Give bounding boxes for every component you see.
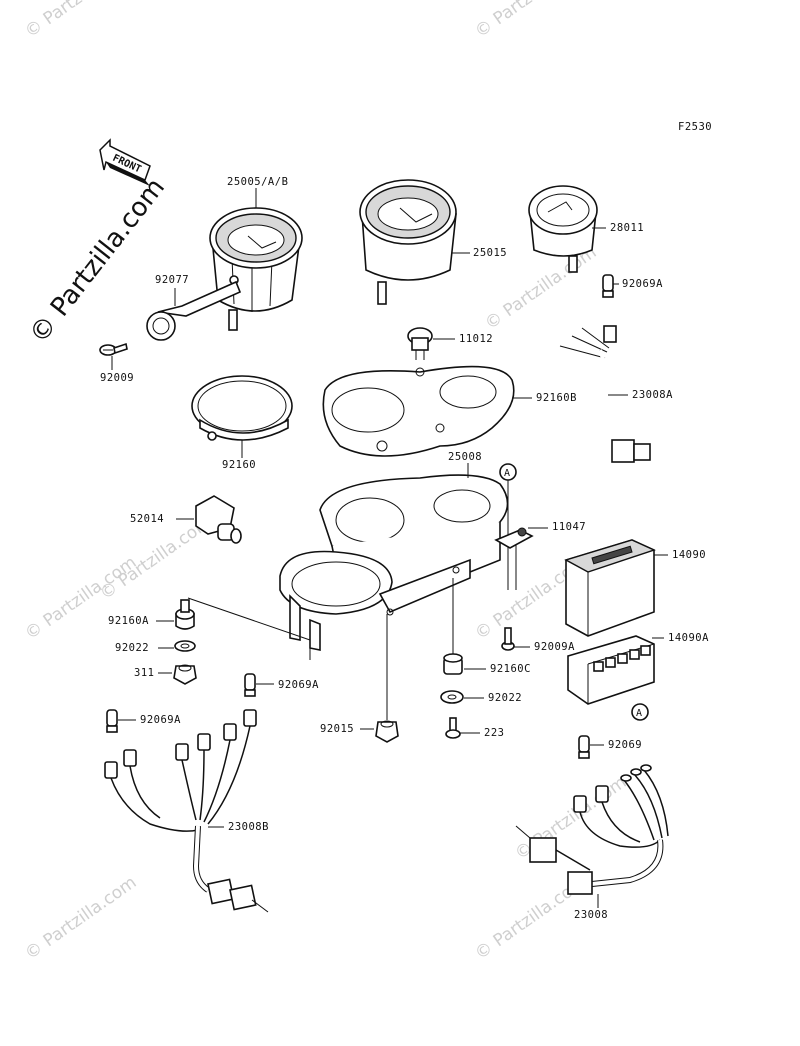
label-23008B: 23008B	[228, 821, 269, 833]
watermark-text: © Partzilla.com	[21, 552, 140, 644]
harness-a-part	[559, 325, 651, 463]
nut-part	[173, 664, 197, 685]
watermark-text: © Partzilla.com	[471, 0, 590, 42]
indicator-panel-part	[567, 635, 655, 705]
label-311: 311	[134, 667, 154, 679]
label-23008: 23008	[574, 909, 608, 921]
label-92022-left: 92022	[115, 642, 149, 654]
indicator-cover-part	[564, 539, 656, 637]
label-11047: 11047	[552, 521, 586, 533]
watermark-layer: © Partzilla.com © Partzilla.com © Partzi…	[21, 0, 630, 964]
label-52014: 52014	[130, 513, 164, 525]
svg-text:A: A	[636, 708, 642, 719]
bulb-icon	[578, 735, 590, 759]
svg-text:A: A	[504, 468, 510, 479]
label-92022-right: 92022	[488, 692, 522, 704]
label-25015: 25015	[473, 247, 507, 259]
tachometer-part	[209, 207, 303, 331]
label-92009A: 92009A	[534, 641, 575, 653]
label-23008A: 23008A	[632, 389, 673, 401]
screw-part	[99, 342, 128, 356]
label-92069A-left: 92069A	[140, 714, 181, 726]
label-92069A-mid: 92069A	[278, 679, 319, 691]
label-92069: 92069	[608, 739, 642, 751]
bracket-part	[279, 474, 509, 651]
adjuster-knob-part	[146, 280, 242, 341]
harness-part	[515, 764, 669, 895]
clip-part	[494, 527, 534, 549]
cap-part	[407, 327, 433, 360]
grommet-c-part	[443, 653, 463, 675]
bulb-icon	[602, 274, 614, 298]
speedometer-part	[359, 179, 457, 305]
gauge-part	[528, 185, 598, 273]
front-arrow-icon: FRONT	[99, 138, 151, 186]
harness-b-part	[104, 709, 269, 913]
ring-part	[191, 375, 293, 441]
sensor-part	[195, 495, 242, 544]
nut-92015-part	[375, 720, 399, 743]
bolt-part	[501, 627, 515, 651]
label-92160A: 92160A	[108, 615, 149, 627]
label-11012: 11012	[459, 333, 493, 345]
label-92077: 92077	[155, 274, 189, 286]
watermark-text: © Partzilla.com	[21, 0, 140, 42]
gasket-plate-part	[322, 365, 515, 457]
label-14090: 14090	[672, 549, 706, 561]
label-25005: 25005/A/B	[227, 176, 288, 188]
label-92009: 92009	[100, 372, 134, 384]
label-92069A-top: 92069A	[622, 278, 663, 290]
bulb-icon	[106, 709, 118, 733]
bulb-icon	[244, 673, 256, 697]
callout-a-bottom: A	[631, 703, 649, 721]
label-223: 223	[484, 727, 504, 739]
label-25008: 25008	[448, 451, 482, 463]
label-92160C: 92160C	[490, 663, 531, 675]
grommet-part	[175, 599, 195, 630]
callout-a-top: A	[499, 463, 517, 481]
label-92015: 92015	[320, 723, 354, 735]
label-92160B: 92160B	[536, 392, 577, 404]
figure-code: F2530	[678, 121, 712, 133]
watermark-text: © Partzilla.com	[21, 872, 140, 964]
washer-right-part	[440, 690, 464, 704]
label-28011: 28011	[610, 222, 644, 234]
screw-223-part	[445, 717, 461, 739]
label-14090A: 14090A	[668, 632, 709, 644]
label-92160: 92160	[222, 459, 256, 471]
washer-part	[174, 640, 196, 652]
